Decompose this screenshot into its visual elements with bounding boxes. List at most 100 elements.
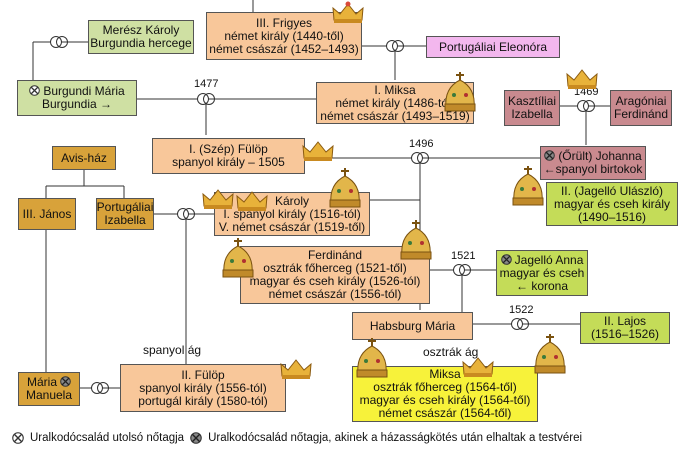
title: német császár (1493–1519)	[320, 108, 470, 123]
node-iii-janos: III. János	[18, 198, 76, 230]
marriage-rings-icon	[177, 208, 195, 220]
title: (1516–1526)	[590, 327, 660, 341]
title: osztrák főherceg (1564-től)	[373, 380, 517, 394]
legend: Uralkodócsalád utolsó nőtagja Uralkodócs…	[12, 432, 582, 444]
crown-icon	[302, 141, 334, 161]
node-habsburg-maria: Habsburg Mária	[352, 312, 473, 340]
node-ii-lajos: II. Lajos(1516–1526)	[580, 312, 670, 344]
node-jagello-anna: Jagelló Anna magyar és cseh ← korona	[496, 250, 588, 296]
marriage-rings-icon	[453, 264, 471, 276]
title: portugál király (1580-tól)	[138, 393, 268, 408]
name: III. Frigyes	[256, 15, 313, 30]
title: német király (1486-tól)	[335, 95, 455, 110]
title: spanyol birtokok	[555, 162, 643, 176]
name: Avis-ház	[61, 150, 107, 165]
title: magyar és cseh király	[553, 196, 671, 211]
austrian-branch-label: osztrák ág	[423, 345, 479, 359]
name: II. Lajos	[603, 314, 647, 328]
name: I. (Szép) Fülöp	[189, 142, 268, 156]
spanish-branch-label: spanyol ág	[143, 343, 202, 357]
node-orult-johanna: (Őrült) Johanna ←spanyol birtokok	[540, 146, 646, 180]
node-burgundi-maria: Burgundi Mária Burgundia →	[17, 80, 137, 116]
name: I. Miksa	[374, 82, 416, 97]
marriage-rings-icon	[386, 40, 404, 52]
holy-crown-icon	[329, 168, 361, 208]
title: Burgundia	[41, 97, 97, 111]
name: Manuela	[25, 388, 73, 402]
marriage-rings-icon	[411, 152, 429, 164]
name: III. János	[22, 206, 72, 221]
title: spanyol király – 1505	[172, 155, 285, 169]
title: Burgundia hercege	[90, 36, 192, 50]
marriage-rings-icon	[197, 93, 215, 105]
crown-icon	[202, 189, 234, 209]
name: Mária	[26, 375, 57, 389]
name: Károly	[275, 193, 310, 208]
node-ii-ulaszlo: II. (Jagelló Ulászló)magyar és cseh kirá…	[546, 182, 678, 226]
holy-crown-icon	[444, 72, 476, 112]
holy-crown-icon	[512, 166, 544, 206]
name: Izabella	[104, 213, 146, 227]
heir-female-marker-icon	[60, 376, 71, 387]
marriage-rings-icon	[91, 382, 109, 394]
holy-crown-icon	[534, 334, 566, 374]
marriage-year: 1477	[194, 78, 219, 90]
arrow-right-icon: →	[100, 97, 113, 111]
heir-female-marker-icon	[190, 432, 202, 444]
name: Kasztíliai	[507, 94, 557, 108]
title: német császár (1452–1493)	[209, 41, 359, 56]
title: német király (1440-től)	[224, 28, 344, 43]
last-female-marker-icon	[29, 85, 41, 96]
crown-icon	[462, 357, 494, 377]
title: korona	[531, 278, 569, 293]
name: Habsburg Mária	[369, 318, 456, 333]
name: Ferdinánd	[613, 107, 669, 121]
node-avis-haz: Avis-ház	[52, 146, 116, 170]
title: magyar és cseh	[499, 265, 585, 280]
title: magyar és cseh király (1526-tól)	[249, 274, 421, 288]
title: spanyol király (1556-tól)	[139, 380, 267, 395]
name: (Őrült) Johanna	[558, 149, 642, 163]
title: német császár (1564-től)	[378, 406, 512, 420]
name: II. Fülöp	[181, 367, 225, 382]
crown-icon	[280, 359, 312, 379]
marriage-year: 1496	[409, 138, 434, 150]
legend-heir-female-label: Uralkodócsalád nőtagja, akinek a házassá…	[208, 432, 583, 444]
title: osztrák főherceg (1521-től)	[263, 261, 407, 275]
crown-icon	[236, 191, 268, 211]
node-portugaliai-eleonora: Portugáliai Eleonóra	[426, 36, 560, 58]
name: Merész Károly	[102, 23, 180, 37]
imperial-crown-icon	[332, 1, 364, 23]
name: Ferdinánd	[307, 248, 363, 262]
name: Aragóniai	[615, 94, 667, 108]
marriage-rings-icon	[511, 318, 529, 330]
holy-crown-icon	[400, 220, 432, 260]
title: (1490–1516)	[577, 209, 647, 224]
title: magyar és cseh király (1564-től)	[359, 393, 531, 407]
heir-female-marker-icon	[544, 150, 556, 161]
arrow-left-icon: ←	[515, 278, 528, 293]
marriage-rings-icon	[50, 36, 68, 48]
holy-crown-icon	[222, 238, 254, 278]
last-female-marker-icon	[12, 432, 24, 444]
name: Izabella	[511, 107, 553, 121]
marriage-year: 1522	[509, 304, 534, 316]
node-maria-manuela: Mária Manuela	[18, 372, 80, 406]
name: Portugáliai	[96, 200, 154, 214]
title: német császár (1556-tól)	[268, 287, 402, 301]
name: Miksa	[429, 367, 461, 381]
heir-female-marker-icon	[500, 253, 512, 265]
name: Burgundi Mária	[43, 84, 125, 98]
name: II. (Jagelló Ulászló)	[560, 183, 664, 198]
marriage-year: 1521	[451, 250, 476, 262]
name: Portugáliai Eleonóra	[438, 39, 548, 54]
marriage-rings-icon	[577, 100, 595, 112]
crown-icon	[566, 69, 598, 89]
